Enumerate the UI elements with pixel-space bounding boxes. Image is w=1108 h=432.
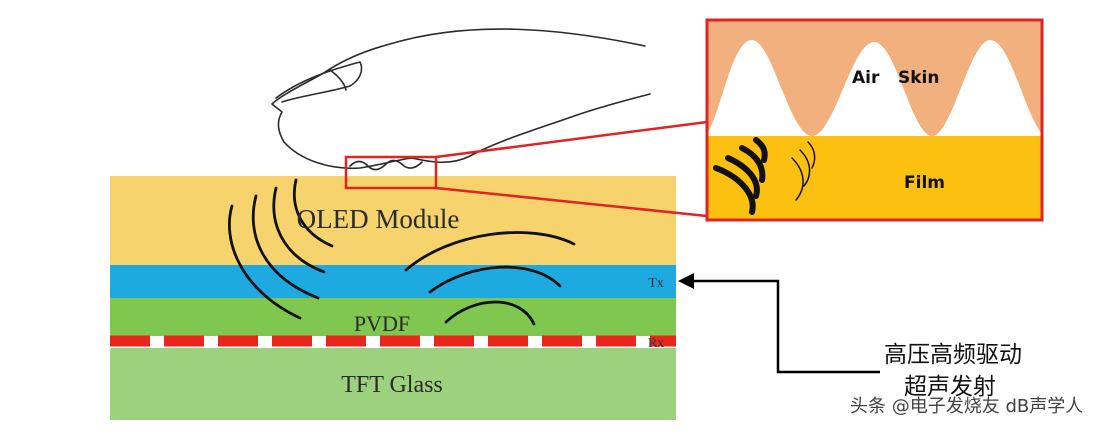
inset-wave-arc-1 xyxy=(753,137,768,163)
finger-outline xyxy=(271,28,651,170)
tx-label: Tx xyxy=(648,276,664,291)
inset-panel: Air Skin Film xyxy=(705,18,1044,222)
inset-film-layer xyxy=(707,136,1042,220)
rx-label: Rx xyxy=(648,336,664,351)
wave-arc-left-4 xyxy=(292,178,334,248)
watermark: 头条 @电子发烧友 dB声学人 xyxy=(850,396,1083,417)
inset-air-ridges xyxy=(707,40,1042,136)
tft-glass-layer xyxy=(110,348,676,420)
finger-sketch xyxy=(271,28,651,171)
inset-skin-label: Skin xyxy=(898,68,939,88)
zoom-line-top xyxy=(435,120,708,159)
annotation-line-2: 超声发射 xyxy=(904,374,996,400)
inset-air-label: Air xyxy=(852,68,880,88)
wave-arc-right-2 xyxy=(428,265,562,294)
drive-arrow xyxy=(678,273,880,374)
oled-module-layer xyxy=(110,176,676,265)
inset-wave-emitter xyxy=(713,137,816,215)
inset-wave-faint-1 xyxy=(807,141,816,169)
wave-arc-right-3 xyxy=(444,300,536,326)
wave-arc-left-3 xyxy=(272,186,326,274)
finger-ridges-contact xyxy=(349,159,423,171)
inset-frame xyxy=(705,18,1044,222)
zoom-line-bottom xyxy=(435,186,708,218)
inset-wave-faint-3 xyxy=(791,157,804,201)
tft-glass-label: TFT Glass xyxy=(341,372,443,398)
zoom-indicator xyxy=(344,120,708,218)
wave-arc-left-1 xyxy=(228,204,302,320)
pvdf-label: PVDF xyxy=(354,311,410,336)
oled-module-label: OLED Module xyxy=(297,204,460,234)
finger-cuticle xyxy=(329,69,347,91)
wave-arc-right-1 xyxy=(404,231,576,272)
pvdf-layer xyxy=(110,298,676,336)
wave-arcs xyxy=(228,178,576,326)
annotation-line-1: 高压高频驱动 xyxy=(884,342,1022,368)
drive-arrow-line xyxy=(690,279,880,374)
inset-wave-arc-3 xyxy=(725,155,760,199)
inset-wave-faint-2 xyxy=(799,149,811,187)
tx-layer xyxy=(110,265,676,298)
layer-stack xyxy=(110,176,676,420)
zoom-source-box xyxy=(344,155,438,190)
inset-wave-arc-2 xyxy=(739,145,766,183)
wave-arc-left-2 xyxy=(251,194,320,300)
drive-arrow-head xyxy=(678,273,694,289)
inset-wave-arc-4 xyxy=(713,165,756,215)
fingernail xyxy=(275,61,363,103)
inset-film-label: Film xyxy=(904,173,945,193)
